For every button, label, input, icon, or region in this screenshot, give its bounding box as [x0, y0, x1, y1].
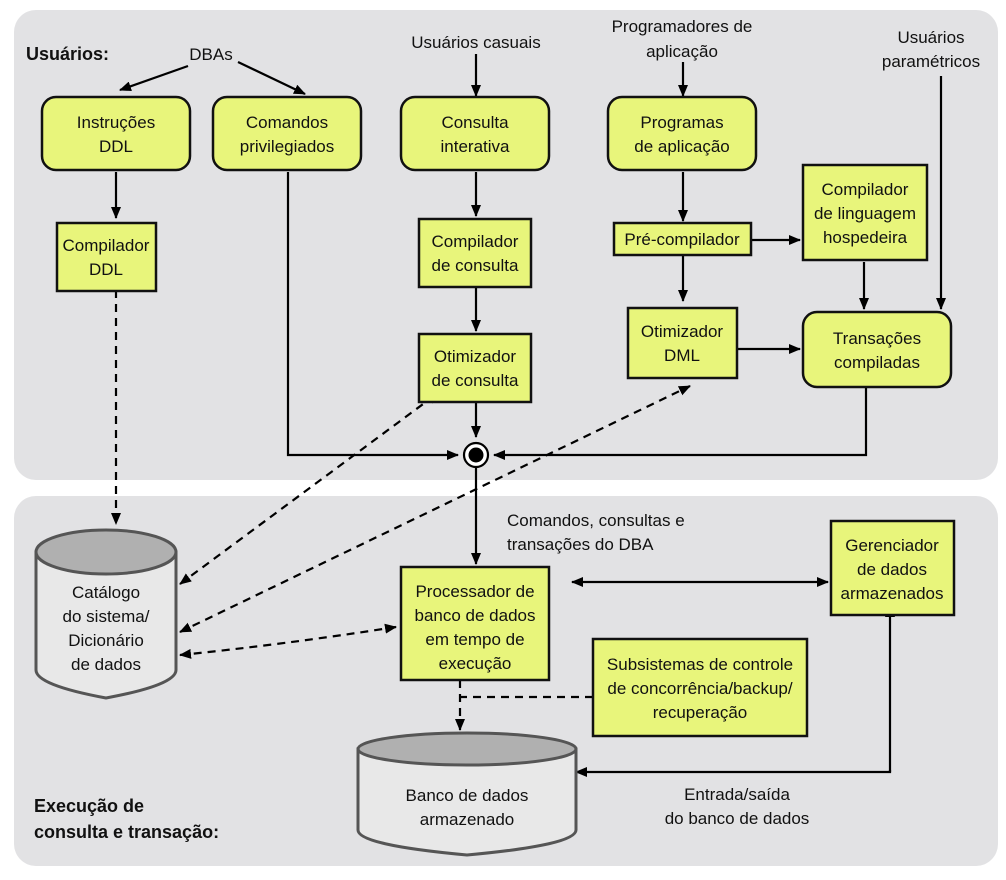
node-dml-optimizer: [626, 306, 739, 380]
node-host-language-compiler-l1: Compilador: [822, 180, 909, 199]
node-runtime-processor: [399, 565, 551, 682]
node-ddl-statements: [40, 95, 192, 172]
node-ddl-statements-l2: DDL: [99, 137, 133, 156]
node-concurrency-subsystems: [591, 637, 809, 738]
node-application-programs: [606, 95, 758, 172]
dashed-catalog-processor: [179, 623, 397, 659]
node-privileged-commands-l1: Comandos: [246, 113, 328, 132]
node-interactive-query: [399, 95, 551, 172]
node-ddl-compiler: [55, 221, 158, 293]
arrow-dbas-to-ddl: [119, 64, 189, 92]
node-privileged-commands: [211, 95, 363, 172]
actor-dbas: DBAs: [189, 45, 232, 64]
node-system-catalog-l2: do sistema/: [63, 607, 150, 626]
execution-section-label-2: consulta e transação:: [34, 822, 219, 842]
edge-label-dba-commands-1: Comandos, consultas e: [507, 511, 685, 530]
node-stored-data-manager-l3: armazenados: [840, 584, 943, 603]
node-compiled-transactions-l2: compiladas: [834, 353, 920, 372]
actor-parametric-users-1: Usuários: [897, 28, 964, 47]
node-ddl-compiler-l1: Compilador: [63, 236, 150, 255]
node-privileged-commands-l2: privilegiados: [240, 137, 335, 156]
node-system-catalog-l1: Catálogo: [72, 583, 140, 602]
node-system-catalog-l3: Dicionário: [68, 631, 144, 650]
node-host-language-compiler-l2: de linguagem: [814, 204, 916, 223]
node-interactive-query-l1: Consulta: [441, 113, 509, 132]
node-system-catalog: [34, 528, 178, 700]
node-interactive-query-l2: interativa: [441, 137, 511, 156]
node-host-language-compiler-l3: hospedeira: [823, 228, 908, 247]
node-runtime-processor-l4: execução: [439, 654, 512, 673]
dashed-catalog-dml-optimizer: [179, 385, 691, 633]
node-query-compiler-l2: de consulta: [432, 256, 519, 275]
actor-app-programmers-2: aplicação: [646, 42, 718, 61]
node-runtime-processor-l2: banco de dados: [415, 606, 536, 625]
execution-section-label-1: Execução de: [34, 796, 144, 816]
node-application-programs-l2: de aplicação: [634, 137, 729, 156]
node-concurrency-subsystems-l1: Subsistemas de controle: [607, 655, 793, 674]
node-application-programs-l1: Programas: [640, 113, 723, 132]
node-ddl-compiler-l2: DDL: [89, 260, 123, 279]
node-dml-optimizer-l2: DML: [664, 346, 700, 365]
node-stored-data-manager: [829, 519, 956, 617]
node-stored-data-manager-l2: de dados: [857, 560, 927, 579]
node-compiled-transactions-l1: Transações: [833, 329, 921, 348]
node-concurrency-subsystems-l2: de concorrência/backup/: [607, 679, 793, 698]
node-concurrency-subsystems-l3: recuperação: [653, 703, 748, 722]
node-query-optimizer: [417, 332, 533, 404]
node-query-optimizer-l2: de consulta: [432, 371, 519, 390]
node-stored-database-l2: armazenado: [420, 810, 515, 829]
node-runtime-processor-l3: em tempo de: [425, 630, 524, 649]
users-section-label: Usuários:: [26, 44, 109, 64]
junction-inner: [468, 447, 484, 463]
node-system-catalog-l4: de dados: [71, 655, 141, 674]
node-query-optimizer-l1: Otimizador: [434, 347, 517, 366]
actor-app-programmers-1: Programadores de: [612, 17, 753, 36]
node-ddl-statements-l1: Instruções: [77, 113, 155, 132]
edge-label-db-io-2: do banco de dados: [665, 809, 810, 828]
node-stored-database-l1: Banco de dados: [406, 786, 529, 805]
edge-label-dba-commands-2: transações do DBA: [507, 535, 654, 554]
arrow-dbas-to-privileged: [237, 61, 306, 95]
node-precompiler: [612, 221, 753, 257]
node-dml-optimizer-l1: Otimizador: [641, 322, 724, 341]
node-query-compiler-l1: Compilador: [432, 232, 519, 251]
node-stored-data-manager-l1: Gerenciador: [845, 536, 939, 555]
node-host-language-compiler: [801, 163, 929, 262]
edge-label-db-io-1: Entrada/saída: [684, 785, 790, 804]
node-runtime-processor-l1: Processador de: [415, 582, 534, 601]
node-query-compiler: [417, 217, 533, 289]
node-stored-database: [356, 731, 578, 857]
node-precompiler-l1: Pré-compilador: [624, 230, 740, 249]
node-compiled-transactions: [801, 310, 953, 389]
actor-casual-users: Usuários casuais: [411, 33, 540, 52]
actor-parametric-users-2: paramétricos: [882, 52, 980, 71]
